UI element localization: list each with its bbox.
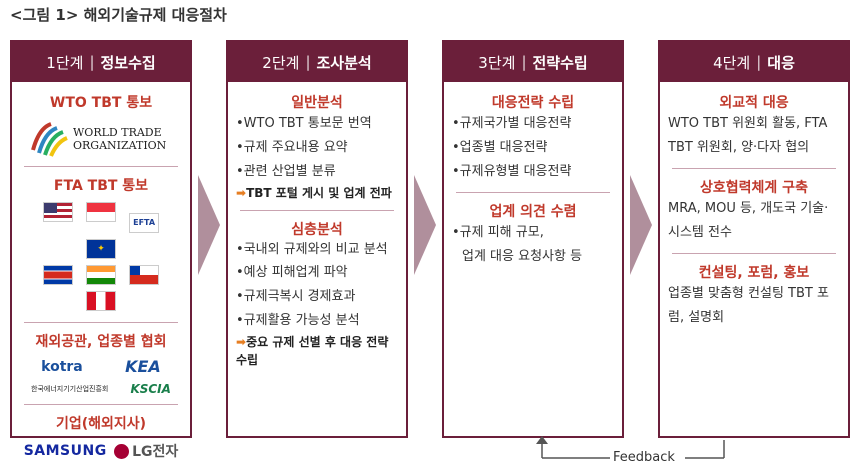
deep-analysis-note: ➡중요 규제 선별 후 대응 전략 수립	[236, 335, 389, 367]
flag-grid: EFTA ✦	[20, 199, 182, 314]
step-1-column: 1단계 | 정보수집 WTO TBT 통보 WORLD TRADE ORGANI…	[10, 40, 192, 460]
kscia-logo: KSCIA	[130, 382, 171, 396]
step-3-column: 3단계 | 전략수립 대응전략 수립 •규제국가별 대응전략 •업종별 대응전략…	[442, 40, 624, 438]
peru-flag-icon	[86, 291, 116, 311]
feedback-arrow	[536, 436, 725, 459]
chile-flag-icon	[129, 265, 160, 285]
eu-flag-icon: ✦	[86, 239, 116, 259]
cooperation-title: 상호협력체계 구축	[700, 180, 808, 196]
list-item: 업계 대응 요청사항 등	[462, 249, 583, 264]
arrow-3-icon	[630, 175, 652, 275]
diplomatic-title: 외교적 대응	[719, 95, 789, 111]
list-item: •규제국가별 대응전략	[452, 116, 572, 131]
kotra-logo: kotra	[41, 358, 83, 375]
strategy-title: 대응전략 수립	[491, 95, 575, 111]
list-item: •WTO TBT 통보문 번역	[236, 116, 372, 131]
step-1-header: 1단계 | 정보수집	[12, 42, 190, 82]
fta-tbt-title: FTA TBT 통보	[53, 178, 149, 194]
asean-flag-icon	[42, 265, 73, 285]
feedback-label: Feedback	[613, 450, 675, 465]
lg-circle-icon	[114, 443, 130, 459]
list-item: •규제유형별 대응전략	[452, 164, 572, 179]
step-2-name: 조사분석	[316, 53, 372, 72]
list-item: •국내외 규제와의 비교 분석	[236, 242, 388, 257]
list-item: •관련 산업별 분류	[236, 164, 336, 179]
kea-logo: KEA	[125, 357, 161, 376]
opinion-title: 업계 의견 수렴	[489, 204, 577, 220]
step-1-label: 1단계	[46, 53, 84, 72]
step-4-column: 4단계 | 대응 외교적 대응 WTO TBT 위원회 활동, FTA TBT …	[658, 40, 850, 438]
general-analysis-note: ➡TBT 포털 게시 및 업계 전파	[236, 186, 392, 200]
efta-flag-icon: EFTA	[129, 213, 160, 233]
deep-analysis-title: 심층분석	[291, 222, 343, 238]
arrow-2-icon	[414, 175, 436, 275]
list-item: •규제 피해 규모,	[452, 225, 544, 240]
list-item: •예상 피해업계 파악	[236, 265, 348, 280]
step-3-header: 3단계 | 전략수립	[444, 42, 622, 82]
arrow-1-icon	[198, 175, 220, 275]
list-item: •규제극복시 경제효과	[236, 289, 356, 304]
wto-logo-text: WORLD TRADE ORGANIZATION	[73, 126, 167, 152]
step-4-header: 4단계 | 대응	[660, 42, 848, 82]
step-2-column: 2단계 | 조사분석 일반분석 •WTO TBT 통보문 번역 •규제 주요내용…	[226, 40, 408, 438]
overseas-assoc-title: 재외공관, 업종별 협회	[35, 334, 167, 350]
list-item: •규제 주요내용 요약	[236, 140, 348, 155]
diplomatic-body: WTO TBT 위원회 활동, FTA TBT 위원회, 양·다자 협의	[668, 116, 828, 155]
right-arrow-icon: ➡	[236, 186, 247, 200]
list-item: •업종별 대응전략	[452, 140, 548, 155]
consulting-title: 컨설팅, 포럼, 홍보	[698, 265, 810, 281]
wto-tbt-title: WTO TBT 통보	[49, 95, 153, 111]
usa-flag-icon	[42, 202, 73, 222]
wto-emblem-icon	[31, 122, 68, 157]
step-3-label: 3단계	[478, 53, 516, 72]
right-arrow-icon: ➡	[236, 335, 247, 349]
list-item: •규제활용 가능성 분석	[236, 313, 360, 328]
samsung-logo: SAMSUNG	[23, 443, 107, 459]
general-analysis-title: 일반분석	[291, 95, 343, 111]
step-2-header: 2단계 | 조사분석	[228, 42, 406, 82]
india-flag-icon	[86, 265, 116, 285]
cooperation-body: MRA, MOU 등, 개도국 기술·시스템 전수	[668, 201, 829, 240]
step-3-name: 전략수립	[532, 53, 588, 72]
energy-assoc-logo: 한국에너지기기산업진흥회	[31, 385, 109, 393]
lg-logo: LG전자	[114, 441, 178, 461]
step-2-label: 2단계	[262, 53, 300, 72]
step-4-label: 4단계	[713, 53, 751, 72]
company-title: 기업(해외지사)	[55, 416, 147, 432]
figure-title: <그림 1> 해외기술규제 대응절차	[10, 6, 227, 24]
consulting-body: 업종별 맞춤형 컨설팅 TBT 포럼, 설명회	[668, 286, 829, 325]
step-4-name: 대응	[767, 53, 795, 72]
wto-logo: WORLD TRADE ORGANIZATION	[20, 120, 182, 158]
step-1-name: 정보수집	[100, 53, 156, 72]
singapore-flag-icon	[86, 202, 116, 222]
